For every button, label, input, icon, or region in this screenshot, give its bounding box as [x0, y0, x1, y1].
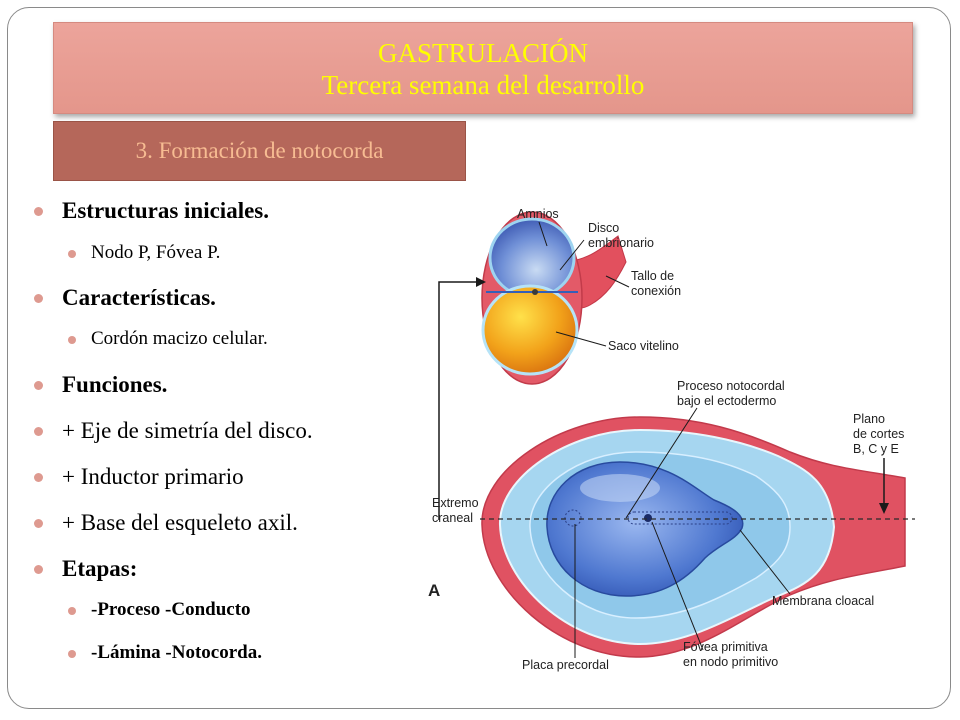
subtitle-banner: 3. Formación de notocorda: [53, 121, 466, 181]
bullet-dot-icon: [34, 294, 43, 303]
sub-bullet-text: -Lámina -Notocorda.: [91, 642, 262, 663]
bullet-dot-icon: [34, 519, 43, 528]
sub-bullet-text: Cordón macizo celular.: [91, 328, 268, 349]
label-tallo-1: Tallo de: [631, 269, 674, 283]
label-extremo-1: Extremo: [432, 496, 479, 510]
label-plano-3: B, C y E: [853, 442, 899, 456]
label-disco-1: Disco: [588, 221, 619, 235]
connector-arrow: [438, 281, 484, 520]
label-membrana: Membrana cloacal: [772, 594, 874, 608]
label-proceso-2: bajo el ectodermo: [677, 394, 776, 408]
small-embryo: [481, 211, 627, 385]
label-tallo-2: conexión: [631, 284, 681, 298]
label-amnios: Amnios: [517, 207, 559, 221]
sub-bullet-text: Nodo P, Fóvea P.: [91, 242, 221, 263]
title-line-1: GASTRULACIÓN: [377, 38, 588, 68]
label-proceso-1: Proceso notocordal: [677, 379, 785, 393]
bullet-dot-icon: [34, 381, 43, 390]
label-plano-2: de cortes: [853, 427, 904, 441]
large-disc: [480, 416, 915, 658]
label-plano-1: Plano: [853, 412, 885, 426]
label-fovea-2: en nodo primitivo: [683, 655, 778, 669]
title-line-2: Tercera semana del desarrollo: [321, 70, 645, 100]
notochordal-process: [627, 511, 733, 525]
label-extremo-2: craneal: [432, 511, 473, 525]
primitive-pit: [644, 514, 652, 522]
bullet-dot-icon: [34, 565, 43, 574]
bullet-text: Funciones.: [62, 372, 168, 397]
bullet-dot-icon: [34, 427, 43, 436]
label-placa: Placa precordal: [522, 658, 609, 672]
bullet-dot-icon: [68, 607, 76, 615]
bullet-dot-icon: [68, 250, 76, 258]
sub-bullet-text: -Proceso -Conducto: [91, 599, 251, 620]
label-panel-letter: A: [428, 581, 440, 600]
bullet-text: + Eje de simetría del disco.: [62, 418, 313, 443]
bullet-text: Estructuras iniciales.: [62, 198, 269, 223]
embryo-diagram: Amnios Disco embrionario Tallo de conexi…: [428, 207, 915, 672]
bullet-dot-icon: [34, 207, 43, 216]
label-disco-2: embrionario: [588, 236, 654, 250]
bullet-text: Etapas:: [62, 556, 138, 581]
bullet-text: + Inductor primario: [62, 464, 244, 489]
title-banner: GASTRULACIÓN Tercera semana del desarrol…: [53, 22, 913, 114]
label-fovea-1: Fóvea primitiva: [683, 640, 768, 654]
bullet-dot-icon: [68, 336, 76, 344]
bullet-dot-icon: [34, 473, 43, 482]
subtitle-text: 3. Formación de notocorda: [135, 138, 384, 163]
bullet-text: Características.: [62, 285, 216, 310]
bullet-dot-icon: [68, 650, 76, 658]
bullet-text: + Base del esqueleto axil.: [62, 510, 298, 535]
slide-frame: [7, 7, 951, 709]
yolk-sac: [481, 284, 579, 376]
prechordal-plate: [564, 509, 582, 527]
label-saco: Saco vitelino: [608, 339, 679, 353]
